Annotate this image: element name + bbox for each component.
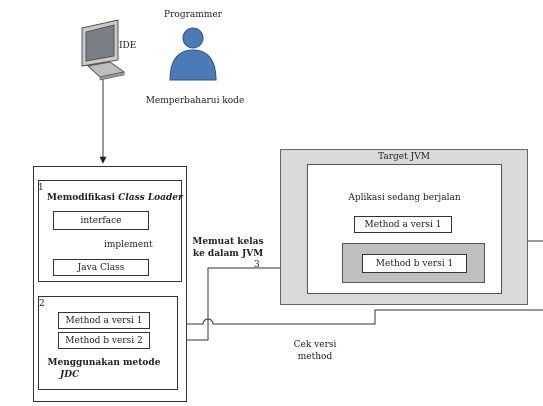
programmer-icon (169, 27, 217, 81)
check-version-label-line1: Cek versi (293, 340, 337, 350)
programmer-label: Programmer (164, 10, 222, 20)
java-class-label: Java Class (77, 263, 125, 273)
jvm-method-b-box: Method b versi 1 (362, 254, 467, 273)
interface-label: interface (80, 216, 122, 226)
jvm-method-a-label: Method a versi 1 (364, 220, 442, 230)
update-code-label: Memperbaharui kode (145, 96, 245, 106)
target-jvm-title: Target JVM (378, 152, 430, 162)
section-1-frame (38, 180, 182, 282)
monitor-icon (81, 19, 126, 81)
load-class-label-line1: Memuat kelas (192, 237, 264, 247)
modify-class-loader-title: Memodifikasi Class Loader (47, 193, 183, 204)
check-version-line (150, 309, 543, 325)
jvm-method-a-box: Method a versi 1 (354, 216, 452, 233)
ide-label: IDE (119, 41, 137, 51)
method-b-v2-box: Method b versi 2 (58, 332, 150, 349)
java-class-box: Java Class (53, 259, 149, 276)
check-version-label-line2: method (297, 352, 333, 362)
jdc-caption-line1: Menggunakan metode (47, 358, 161, 368)
developer-panel (33, 166, 187, 402)
section-2-number: 2 (39, 299, 45, 309)
section-2-frame (38, 296, 178, 390)
implement-label: implement (104, 240, 153, 250)
jdc-caption-line2: JDC (60, 370, 80, 380)
load-class-label-line2: ke dalam JVM (192, 249, 264, 259)
method-a-v1-box: Method a versi 1 (58, 312, 150, 329)
jvm-method-b-label: Method b versi 1 (375, 259, 454, 269)
interface-box: interface (53, 211, 149, 230)
section-1-number: 1 (38, 183, 44, 193)
step-3-label: 3 (254, 260, 260, 270)
title-prefix: Memodifikasi (47, 193, 116, 203)
method-b-v2-label: Method b versi 2 (65, 336, 143, 346)
running-app-label: Aplikasi sedang berjalan (348, 193, 461, 203)
method-a-v1-label: Method a versi 1 (65, 316, 143, 326)
title-italic: Class Loader (118, 193, 183, 203)
